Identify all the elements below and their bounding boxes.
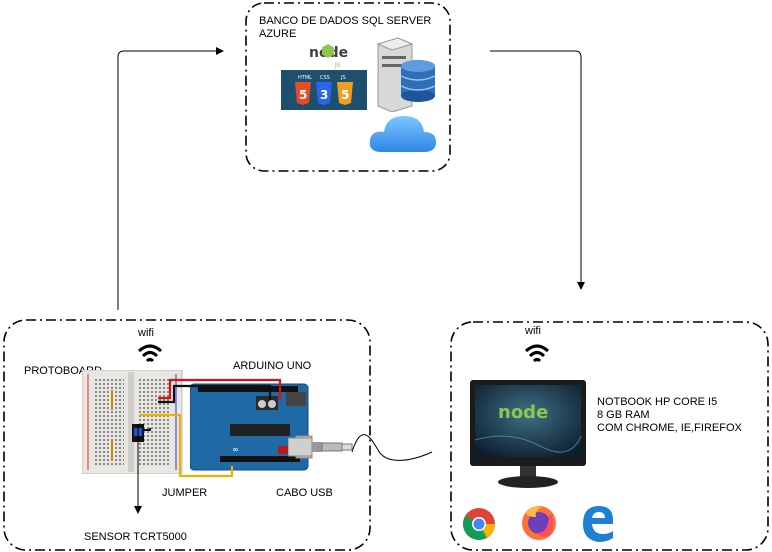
cloud-title-line1: BANCO DE DADOS SQL SERVER bbox=[259, 15, 432, 27]
notebook-spec-line2: 8 GB RAM bbox=[597, 409, 650, 421]
svg-text:JS: JS bbox=[334, 62, 341, 69]
notebook-spec-line3: COM CHROME, IE,FIREFOX bbox=[597, 422, 742, 434]
cloud-box bbox=[245, 2, 451, 172]
arduino-label: ARDUINO UNO bbox=[233, 360, 312, 372]
wifi-icon bbox=[137, 344, 163, 363]
wifi-icon bbox=[524, 344, 550, 363]
hardware-box bbox=[3, 319, 371, 551]
svg-text:5: 5 bbox=[299, 88, 307, 102]
cloud-title-line2: AZURE bbox=[259, 28, 297, 40]
arrowhead-cloud bbox=[216, 47, 224, 55]
arrowhead-client bbox=[577, 282, 585, 290]
sensor-arrow bbox=[134, 424, 142, 514]
css3-badge: CSS 3 bbox=[316, 75, 332, 105]
node-logo: node JS bbox=[309, 44, 348, 69]
svg-text:CSS: CSS bbox=[320, 75, 330, 81]
sensor-label: SENSOR TCRT5000 bbox=[84, 531, 187, 543]
cloud-icon bbox=[369, 116, 436, 152]
jumper-label: JUMPER bbox=[162, 487, 208, 499]
hardware-wifi-label: wifi bbox=[138, 327, 154, 339]
database-server-icon bbox=[376, 37, 436, 112]
svg-text:JS: JS bbox=[340, 75, 346, 81]
arrow-cloud-to-client bbox=[490, 50, 582, 284]
js-badge: JS 5 bbox=[337, 75, 353, 105]
html5-badge: HTML 5 bbox=[295, 75, 312, 105]
arduino-board: ∞ bbox=[190, 383, 313, 471]
web-stack-badges: HTML 5 CSS 3 JS 5 bbox=[281, 70, 367, 110]
breadboard bbox=[82, 370, 183, 474]
arrow-hardware-to-cloud bbox=[117, 50, 220, 310]
edge-icon bbox=[583, 506, 613, 542]
firefox-icon bbox=[522, 506, 556, 540]
client-box bbox=[450, 321, 769, 551]
svg-text:HTML: HTML bbox=[298, 75, 312, 81]
jumper-wires bbox=[140, 378, 282, 478]
monitor-icon: node bbox=[470, 380, 586, 488]
client-wifi-label: wifi bbox=[525, 325, 541, 337]
usb-cable bbox=[351, 434, 433, 461]
usb-cable-label: CABO USB bbox=[276, 487, 333, 499]
notebook-spec-line1: NOTBOOK HP CORE I5 bbox=[597, 396, 718, 408]
chrome-icon bbox=[463, 508, 495, 540]
svg-text:∞: ∞ bbox=[232, 445, 239, 454]
svg-text:5: 5 bbox=[341, 88, 349, 102]
screen-node-logo: node bbox=[498, 402, 548, 423]
usb-plug bbox=[288, 437, 353, 457]
svg-text:3: 3 bbox=[320, 88, 328, 102]
